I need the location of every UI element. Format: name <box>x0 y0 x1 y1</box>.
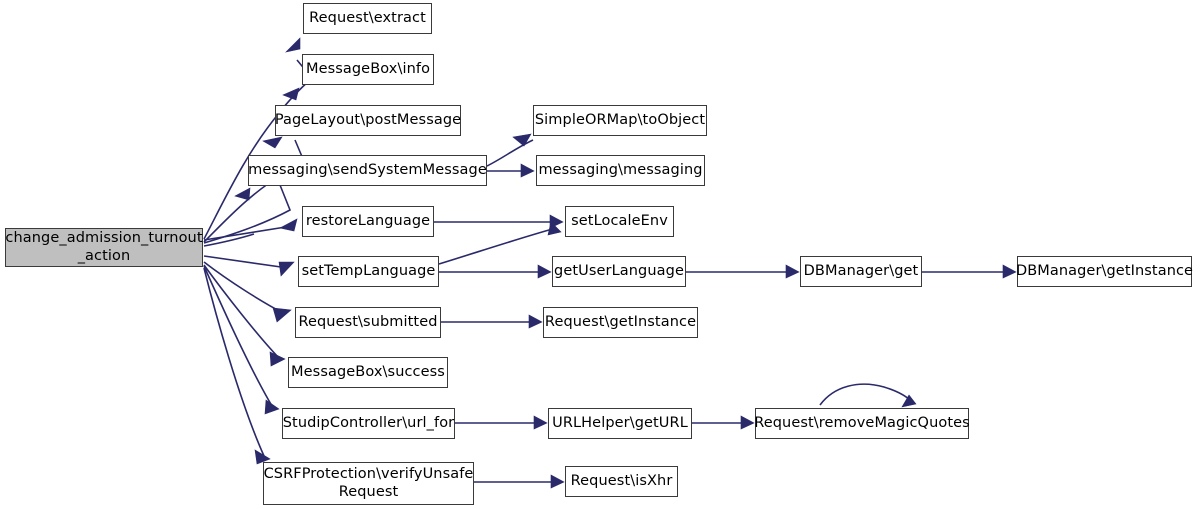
edge-set_temp_language-to-set_locale_env <box>438 221 562 265</box>
edge-arrowhead <box>269 351 286 367</box>
graph-node-remove_magic[interactable]: Request\removeMagicQuotes <box>754 408 970 439</box>
edge-get_user_language-to-dbmanager_get <box>686 264 800 279</box>
edge-arrowhead <box>547 221 562 236</box>
edge-verify_unsafe-to-request_isxhr <box>474 474 565 489</box>
edge-arrowhead <box>272 307 292 323</box>
edge-root-to-messagebox_succ <box>203 264 286 367</box>
graph-node-messagebox_info[interactable]: MessageBox\info <box>302 54 434 85</box>
graph-node-label: Request\submitted <box>298 313 438 330</box>
graph-node-verify_unsafe[interactable]: CSRFProtection\verifyUnsafe Request <box>263 462 474 505</box>
graph-node-label: Request\extract <box>309 9 426 26</box>
graph-node-send_sys_message[interactable]: messaging\sendSystemMessage <box>248 155 487 186</box>
graph-node-label: SimpleORMap\toObject <box>534 111 706 128</box>
edge-root-to-set_temp_language <box>203 255 295 277</box>
graph-node-label: change_admission_turnout _action <box>5 230 203 264</box>
graph-node-label: DBManager\get <box>803 262 919 279</box>
graph-node-label: CSRFProtection\verifyUnsafe Request <box>263 466 474 500</box>
edge-arrowhead <box>1002 264 1017 279</box>
graph-node-label: setTempLanguage <box>301 262 436 279</box>
edge-root-to-restore_language <box>203 218 298 241</box>
edge-remove_magic-to-remove_magic <box>819 383 917 408</box>
graph-node-request_isxhr[interactable]: Request\isXhr <box>565 466 678 497</box>
edge-arrowhead <box>279 218 298 232</box>
edge-request_submitted-to-request_getinst <box>441 314 543 329</box>
graph-node-label: messaging\sendSystemMessage <box>248 161 487 178</box>
graph-node-set_temp_language[interactable]: setTempLanguage <box>298 256 439 287</box>
edge-root-to-url_for <box>203 265 280 415</box>
graph-node-label: restoreLanguage <box>305 212 431 229</box>
edge-arrowhead <box>285 37 301 53</box>
graph-node-set_locale_env[interactable]: setLocaleEnv <box>565 206 674 237</box>
graph-node-request_extract[interactable]: Request\extract <box>303 3 432 34</box>
edge-root-to-send_sys_message <box>203 187 255 247</box>
graph-node-label: Request\removeMagicQuotes <box>754 414 970 431</box>
edge-root-to-pagelayout_post <box>203 136 292 244</box>
graph-node-dbmanager_get[interactable]: DBManager\get <box>800 256 922 287</box>
graph-node-label: PageLayout\postMessage <box>274 111 462 128</box>
graph-node-toobject[interactable]: SimpleORMap\toObject <box>533 105 707 136</box>
edge-urlhelper_geturl-to-remove_magic <box>692 415 755 430</box>
graph-node-label: MessageBox\success <box>291 363 445 380</box>
graph-node-label: Request\isXhr <box>570 472 673 489</box>
graph-node-label: URLHelper\getURL <box>552 414 688 431</box>
edge-root-to-verify_unsafe <box>203 267 271 465</box>
edge-arrowhead <box>264 399 280 415</box>
graph-node-label: DBManager\getInstance <box>1015 262 1194 279</box>
edge-arrowhead <box>740 415 755 430</box>
edge-arrowhead <box>254 449 271 465</box>
edge-restore_language-to-set_locale_env <box>434 214 564 229</box>
edge-url_for-to-urlhelper_geturl <box>455 415 548 430</box>
edge-root-to-request_extract <box>203 37 314 240</box>
graph-node-pagelayout_post[interactable]: PageLayout\postMessage <box>275 105 461 136</box>
edge-root-to-request_submitted <box>203 261 292 323</box>
edge-arrowhead <box>528 314 543 329</box>
graph-node-label: Request\getInstance <box>544 313 697 330</box>
graph-node-messagebox_succ[interactable]: MessageBox\success <box>288 357 448 388</box>
edge-send_sys_message-to-messaging <box>487 163 535 178</box>
graph-node-request_submitted[interactable]: Request\submitted <box>295 307 441 338</box>
edge-send_sys_message-to-toobject <box>486 133 534 167</box>
edge-dbmanager_get-to-dbmanager_getinst <box>922 264 1017 279</box>
edge-arrowhead <box>520 163 535 178</box>
edge-arrowhead <box>537 264 552 279</box>
graph-node-urlhelper_geturl[interactable]: URLHelper\getURL <box>548 408 692 439</box>
graph-node-restore_language[interactable]: restoreLanguage <box>302 206 434 237</box>
graph-node-root[interactable]: change_admission_turnout _action <box>5 228 203 267</box>
graph-node-messaging[interactable]: messaging\messaging <box>536 155 705 186</box>
graph-node-label: getUserLanguage <box>554 262 684 279</box>
edge-arrowhead <box>901 394 917 408</box>
graph-node-label: MessageBox\info <box>305 60 431 77</box>
edge-arrowhead <box>512 133 532 147</box>
graph-node-url_for[interactable]: StudipController\url_for <box>282 408 455 439</box>
edge-arrowhead <box>278 261 295 277</box>
edge-arrowhead <box>550 474 565 489</box>
edge-arrowhead <box>262 136 283 149</box>
edge-arrowhead <box>234 187 251 201</box>
graph-node-label: StudipController\url_for <box>282 414 455 431</box>
edge-arrowhead <box>533 415 548 430</box>
edge-set_temp_language-to-get_user_language <box>439 264 552 279</box>
graph-node-label: messaging\messaging <box>538 161 703 178</box>
edge-arrowhead <box>785 264 800 279</box>
edge-arrowhead <box>282 87 300 101</box>
graph-node-dbmanager_getinst[interactable]: DBManager\getInstance <box>1016 256 1193 287</box>
graph-node-label: setLocaleEnv <box>571 212 668 229</box>
graph-node-request_getinst[interactable]: Request\getInstance <box>543 307 698 338</box>
graph-node-get_user_language[interactable]: getUserLanguage <box>552 256 686 287</box>
